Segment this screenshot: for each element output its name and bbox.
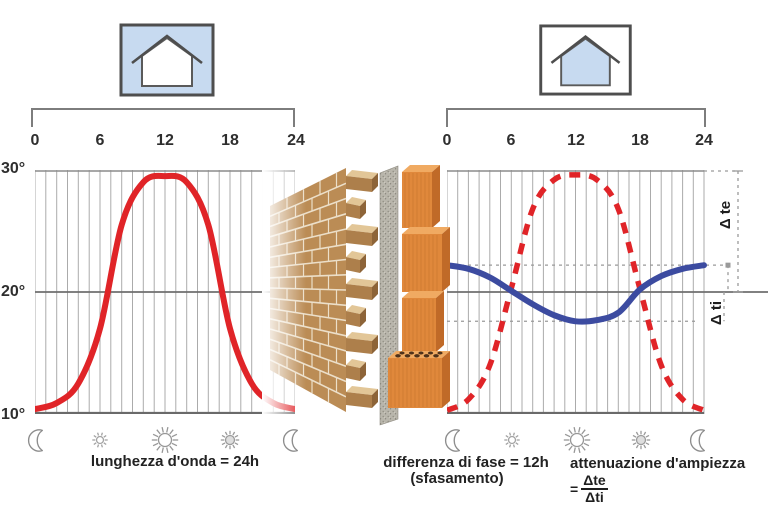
left-axis-bracket [31,108,295,127]
delta-te-label: Δ te [717,200,734,230]
y-tick-30: 30° [1,160,26,177]
sun-small-icon [86,426,114,454]
equals-sign: = [570,481,579,497]
attenuation-caption: attenuazione d'ampiezza = Δte Δti [570,455,768,505]
external-temperature-chart [35,170,295,414]
brick-wall-illustration [262,160,450,434]
sun-medium-icon [216,426,244,454]
house-interior-icon [539,24,632,96]
internal-temperature-chart [447,170,768,414]
house-exterior-icon [119,23,215,97]
moon-icon [441,426,469,454]
x-tick: 12 [567,132,585,149]
wavelength-caption: lunghezza d'onda = 24h [90,453,260,470]
x-tick: 24 [695,132,713,149]
x-tick: 18 [631,132,649,149]
sun-medium-icon [627,426,655,454]
x-tick: 0 [442,132,452,149]
attenuation-caption-line: attenuazione d'ampiezza [570,455,746,472]
fraction-numerator: Δte [581,472,608,490]
delta-fraction: Δte Δti [581,473,608,505]
x-tick: 24 [287,132,305,149]
fraction-denominator: Δti [585,489,604,505]
right-axis-bracket [446,108,706,127]
phase-caption-line2: (sfasamento) [410,470,504,487]
phase-caption: differenza di fase = 12h (sfasamento) [366,455,566,487]
sun-small-icon [498,426,526,454]
phase-caption-line1: differenza di fase = 12h [383,454,549,471]
moon-icon [24,426,52,454]
sun-large-icon [563,426,591,454]
y-tick-20: 20° [1,283,26,300]
x-tick: 12 [156,132,174,149]
moon-icon [686,426,714,454]
x-tick: 6 [95,132,105,149]
x-tick: 6 [506,132,516,149]
sun-large-icon [151,426,179,454]
moon-icon [279,426,307,454]
y-tick-10: 10° [1,406,26,423]
x-tick: 0 [30,132,40,149]
delta-ti-label: Δ ti [708,300,725,326]
x-tick: 18 [221,132,239,149]
attenuation-formula: = Δte Δti [570,473,768,505]
